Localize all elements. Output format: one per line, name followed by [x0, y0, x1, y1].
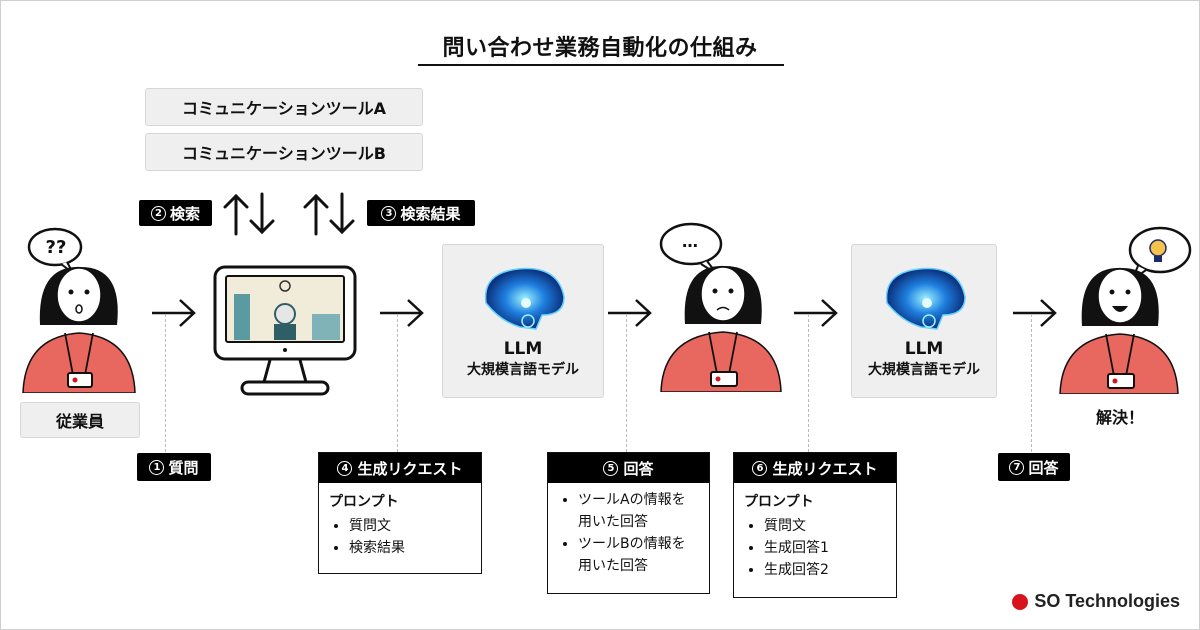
step-number: 3: [381, 205, 397, 221]
question-bubble-text: ??: [45, 237, 67, 258]
connector-line: [808, 314, 809, 452]
card-header: 6 生成リクエスト: [734, 453, 896, 483]
step-number: 6: [752, 460, 768, 476]
employee-label: 従業員: [20, 402, 140, 438]
step-label: 回答: [1028, 458, 1059, 477]
logo-dot-icon: [1012, 593, 1029, 610]
llm-box-1: LLM 大規模言語モデル: [442, 244, 604, 398]
prompt-heading: プロンプト: [329, 494, 399, 510]
list-item: 検索結果: [349, 537, 471, 559]
computer-monitor-icon: [213, 265, 357, 396]
step-label: 生成リクエスト: [772, 459, 878, 478]
step4-card: 4 生成リクエスト プロンプト 質問文 検索結果: [318, 452, 482, 574]
card-header: 4 生成リクエスト: [319, 453, 481, 483]
solved-person-illustration: [1059, 226, 1192, 394]
llm-name: LLM: [503, 339, 543, 359]
prompt-heading: プロンプト: [744, 494, 814, 510]
step2-tag: 2 検索: [139, 200, 212, 226]
connector-line: [626, 314, 627, 452]
llm-name: LLM: [904, 339, 944, 359]
step-label: 検索: [169, 204, 200, 223]
llm-subtitle: 大規模言語モデル: [467, 362, 579, 378]
step-label: 生成リクエスト: [357, 459, 463, 478]
connector-line: [1031, 314, 1032, 452]
company-logo: SO Technologies: [1012, 591, 1180, 612]
waiting-person-illustration: [659, 222, 782, 392]
brain-icon: [484, 267, 565, 330]
step3-tag: 3 検索結果: [367, 200, 475, 226]
list-item: 質問文: [349, 515, 471, 537]
llm-box-2: LLM 大規模言語モデル: [851, 244, 997, 398]
llm-subtitle: 大規模言語モデル: [868, 362, 980, 378]
list-item: 生成回答1: [764, 537, 886, 559]
logo-text: SO Technologies: [1034, 591, 1180, 611]
updown-arrow-icon: [303, 192, 355, 236]
list-item: 質問文: [764, 515, 886, 537]
employee-illustration: [22, 227, 136, 393]
step-number: 4: [337, 460, 353, 476]
connector-line: [397, 314, 398, 452]
step-number: 1: [149, 459, 165, 475]
list-item: ツールBの情報を用いた回答: [578, 533, 699, 577]
right-arrow-icon: [608, 299, 652, 327]
step-label: 回答: [623, 459, 654, 478]
right-arrow-icon: [380, 299, 424, 327]
waiting-bubble-text: …: [682, 232, 698, 251]
step-number: 5: [603, 460, 619, 476]
step7-tag: 7 回答: [998, 453, 1070, 481]
list-item: 生成回答2: [764, 559, 886, 581]
tool-b-box: コミュニケーションツールB: [145, 133, 423, 171]
solved-label: 解決！: [1095, 408, 1144, 427]
step-label: 質問: [168, 458, 199, 477]
title-underline: [418, 64, 784, 66]
right-arrow-icon: [794, 299, 838, 327]
step5-card: 5 回答 ツールAの情報を用いた回答 ツールBの情報を用いた回答: [547, 452, 710, 594]
step-number: 2: [150, 205, 166, 221]
connector-line: [165, 314, 166, 452]
brain-icon: [885, 267, 966, 330]
step1-tag: 1 質問: [137, 453, 211, 481]
right-arrow-icon: [152, 299, 196, 327]
tool-a-box: コミュニケーションツールA: [145, 88, 423, 126]
step-label: 検索結果: [400, 204, 461, 223]
lightbulb-icon: [1149, 239, 1167, 257]
card-header: 5 回答: [548, 453, 709, 483]
list-item: ツールAの情報を用いた回答: [578, 489, 699, 533]
page-title: 問い合わせ業務自動化の仕組み: [442, 36, 758, 61]
step-number: 7: [1009, 459, 1025, 475]
right-arrow-icon: [1013, 299, 1057, 327]
updown-arrow-icon: [223, 192, 275, 236]
step6-card: 6 生成リクエスト プロンプト 質問文 生成回答1 生成回答2: [733, 452, 897, 598]
